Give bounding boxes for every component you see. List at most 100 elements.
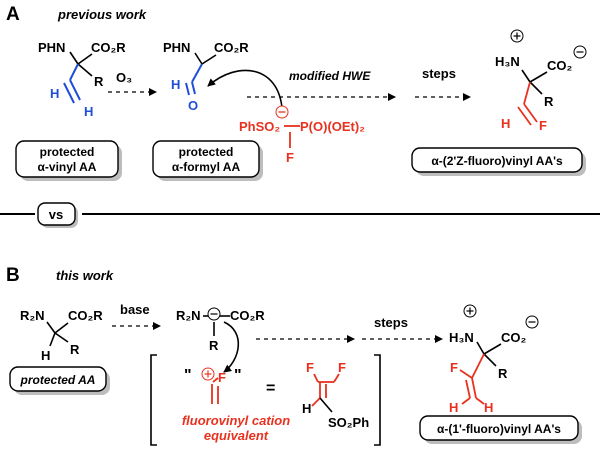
cation-f-label: F <box>218 370 226 385</box>
vs-label: vs <box>49 207 63 222</box>
product-b-label: α-(1'-fluoro)vinyl AA's <box>437 422 561 436</box>
bond <box>311 397 321 407</box>
cation-quote-left: " <box>184 367 192 384</box>
carbanion-attack-arrow <box>223 321 240 373</box>
protected-aa-label: protected AA <box>20 373 96 387</box>
alpha-formyl-aa-structure: PHN CO₂R H O <box>163 40 249 113</box>
base-reagent: base <box>120 302 150 317</box>
product-a-nh3: H₃N <box>495 54 520 69</box>
sulfone-f2: F <box>338 360 346 375</box>
fluorovinyl-double-bond-b-2 <box>465 379 471 399</box>
alpha-vinyl-aa-structure: PHN CO₂R R H H <box>38 40 126 119</box>
fluorovinyl-bond-b <box>471 353 485 379</box>
aa-r-label: R <box>70 342 80 357</box>
divider: vs <box>0 202 600 228</box>
fluorovinyl-double-bond <box>523 103 538 123</box>
aa-ester-label: CO₂R <box>68 308 103 323</box>
bond <box>77 63 93 77</box>
fluorovinyl-double-bond-b <box>471 377 477 399</box>
product-b-nh3: H₃N <box>449 330 474 345</box>
cation-label-1: fluorovinyl cation <box>182 413 290 428</box>
product-b-h2: H <box>484 400 493 415</box>
bond <box>77 53 93 65</box>
panel-a-letter: A <box>6 4 20 25</box>
formyl-h-label: H <box>171 77 180 92</box>
alpha-vinyl-aa-label-1: protected <box>40 145 95 159</box>
bond <box>46 321 56 334</box>
vinyl-bond <box>69 63 79 81</box>
difluorovinyl-sulfone: F F H SO₂Ph <box>302 360 369 430</box>
synthon-bracket <box>150 354 381 446</box>
formyl-double-bond <box>191 81 196 95</box>
aa-nh-label: R₂N <box>20 308 45 323</box>
protected-aa-box: protected AA <box>9 366 110 395</box>
product-b-r: R <box>498 366 508 381</box>
bond <box>49 332 56 347</box>
alpha-formyl-aa-label-1: protected <box>179 145 234 159</box>
bond <box>201 54 217 65</box>
bond <box>333 373 340 383</box>
sulfone-h: H <box>302 401 311 416</box>
sulfone-f1: F <box>306 360 314 375</box>
panel-a: A previous work PHN CO₂R R H H protected… <box>6 4 587 181</box>
bond <box>483 343 502 355</box>
bond <box>483 353 497 367</box>
bond <box>54 332 69 343</box>
bond <box>459 369 473 379</box>
hwe-reagent: PhSO₂ P(O)(OEt)₂ F <box>239 105 365 165</box>
hwe-f-label: F <box>286 150 294 165</box>
equals-sign: = <box>266 380 275 397</box>
product-b-co2: CO₂ <box>501 330 527 345</box>
bond <box>521 69 531 83</box>
steps-label-a: steps <box>422 66 456 81</box>
vinyl-ester-label: CO₂R <box>91 40 126 55</box>
bracket-left <box>150 354 157 446</box>
alpha-vinyl-aa-label-2: α-vinyl AA <box>38 160 97 174</box>
alpha-vinyl-aa-box: protected α-vinyl AA <box>15 140 122 181</box>
panel-a-caption: previous work <box>57 7 147 22</box>
hwe-right-group: P(O)(OEt)₂ <box>300 119 365 134</box>
panel-b-letter: B <box>6 265 20 286</box>
alpha-formyl-aa-box: protected α-formyl AA <box>152 140 263 181</box>
vinyl-h2-label: H <box>84 104 93 119</box>
formyl-bond <box>191 63 203 83</box>
bond <box>461 397 471 405</box>
bond <box>212 377 219 383</box>
product-b-f: F <box>450 360 458 375</box>
vinyl-r-label: R <box>94 74 104 89</box>
bond <box>529 81 543 95</box>
hwe-left-group: PhSO₂ <box>239 119 280 134</box>
alpha-formyl-aa-label-2: α-formyl AA <box>172 160 241 174</box>
fluorovinyl-bond <box>523 81 531 105</box>
formyl-double-bond-2 <box>185 82 190 96</box>
product-a-label: α-(2'Z-fluoro)vinyl AA's <box>431 154 563 168</box>
ozone-reagent: O₃ <box>116 70 132 85</box>
product-b-h1: H <box>449 400 458 415</box>
vinyl-double-bond <box>69 79 81 101</box>
bond <box>313 373 319 383</box>
product-a-f: F <box>539 118 547 133</box>
formyl-nh-label: PHN <box>163 40 190 55</box>
product-a-r: R <box>544 94 554 109</box>
vinyl-nh-label: PHN <box>38 40 65 55</box>
cation-quote-right: " <box>234 367 242 384</box>
fluorovinyl-double-bond-2 <box>517 106 532 126</box>
anion-r-label: R <box>209 338 219 353</box>
bond <box>194 52 203 65</box>
fluorovinyl-cation: " F " = fluorovinyl cation equivalent <box>182 367 290 443</box>
carbanion-structure: R₂N CO₂R R <box>176 307 265 353</box>
protected-aa-structure: R₂N CO₂R H R <box>20 308 103 363</box>
bond <box>476 341 485 355</box>
product-a-co2: CO₂ <box>547 58 573 73</box>
bond <box>69 51 79 65</box>
cation-label-2: equivalent <box>204 428 269 443</box>
product-b-box: α-(1'-fluoro)vinyl AA's <box>419 415 582 444</box>
sulfone-so2ph: SO₂Ph <box>328 415 369 430</box>
formyl-o-label: O <box>188 98 198 113</box>
anion-nh-label: R₂N <box>176 308 201 323</box>
vinyl-double-bond-2 <box>63 82 75 104</box>
vinyl-h1-label: H <box>50 86 59 101</box>
product-b-structure: H₃N CO₂ R F H H <box>449 304 539 415</box>
bond <box>319 397 333 413</box>
